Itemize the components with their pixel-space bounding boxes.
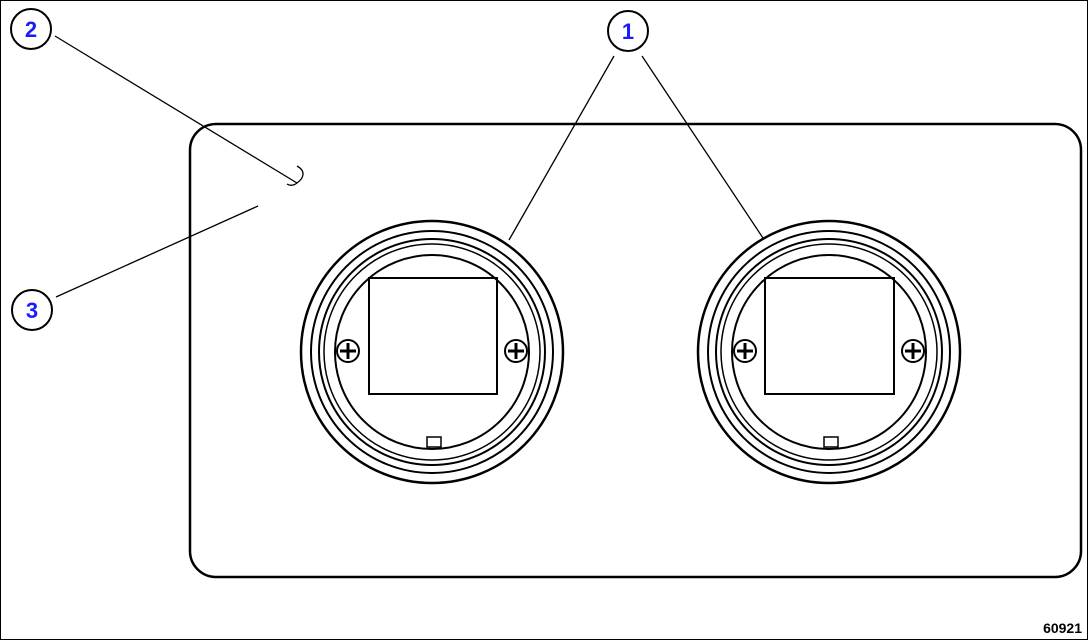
- unit-window-right: [764, 277, 895, 395]
- leader-line-2: [54, 35, 298, 184]
- panel-outline: [188, 122, 1083, 579]
- unit-tab-right: [823, 436, 839, 448]
- callout-2: 2: [10, 8, 52, 50]
- gauge-unit-right: [696, 219, 962, 485]
- leader-lines: [54, 35, 764, 298]
- callout-1-label: 1: [622, 19, 634, 44]
- callout-3-label: 3: [26, 298, 38, 323]
- screw-icon: [733, 339, 757, 363]
- screw-icon: [901, 339, 925, 363]
- unit-window-left: [368, 277, 498, 395]
- decal-edge-mark: [286, 165, 304, 187]
- figure-id: 60921: [1043, 620, 1082, 636]
- callout-2-label: 2: [25, 17, 37, 42]
- leader-line-1b: [641, 55, 764, 239]
- callout-1: 1: [607, 10, 649, 52]
- leader-line-1a: [508, 55, 615, 241]
- unit-tab-left: [426, 436, 442, 448]
- screw-icon: [336, 339, 360, 363]
- gauge-unit-left: [299, 219, 565, 485]
- callout-3: 3: [11, 289, 53, 331]
- leader-line-3: [55, 205, 259, 298]
- screw-icon: [504, 339, 528, 363]
